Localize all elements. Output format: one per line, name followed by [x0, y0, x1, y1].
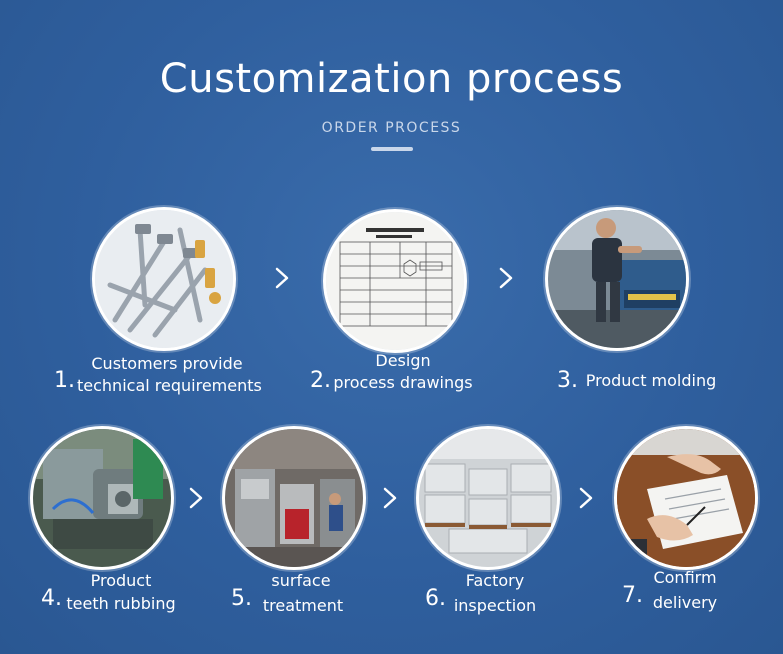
step-5-number: 5.: [231, 586, 252, 611]
step-1-line1: Customers provide: [91, 354, 243, 373]
step-5-line1: surface: [271, 571, 331, 590]
step-7-line2: delivery: [652, 593, 718, 612]
step-7-number: 7.: [622, 583, 643, 608]
page-subtitle: ORDER PROCESS: [321, 120, 462, 136]
chevron-right-icon: [272, 266, 292, 290]
signing-document-icon: [614, 426, 758, 570]
step-3-number: 3.: [557, 368, 578, 393]
step-4-line1: Product: [90, 571, 152, 590]
technical-drawing-icon: [323, 209, 467, 353]
chevron-right-icon: [380, 486, 400, 510]
chevron-right-icon: [496, 266, 516, 290]
chevron-right-icon: [186, 486, 206, 510]
page-title: Customization process: [159, 56, 624, 102]
factory-floor-icon: [222, 426, 366, 570]
molding-worker-icon: [545, 207, 689, 351]
step-6-number: 6.: [425, 586, 446, 611]
step-3-line2: Product molding: [585, 371, 717, 390]
step-4-number: 4.: [41, 586, 62, 611]
step-2-line2: process drawings: [333, 373, 473, 392]
step-7-line1: Confirm: [653, 568, 717, 587]
step-4-line2: teeth rubbing: [66, 594, 176, 613]
step-2-number: 2.: [310, 368, 331, 393]
step-5-line2: treatment: [262, 596, 344, 615]
step-2-line1: Design: [375, 351, 431, 370]
screws-bolts-icon: [92, 207, 236, 351]
step-1-number: 1.: [54, 368, 75, 393]
thread-rolling-machine-icon: [30, 426, 174, 570]
subtitle-underline: [371, 147, 413, 151]
packed-pallets-icon: [416, 426, 560, 570]
step-6-line2: inspection: [453, 596, 537, 615]
chevron-right-icon: [576, 486, 596, 510]
step-6-line1: Factory: [465, 571, 525, 590]
step-1-line2: technical requirements: [77, 376, 262, 395]
